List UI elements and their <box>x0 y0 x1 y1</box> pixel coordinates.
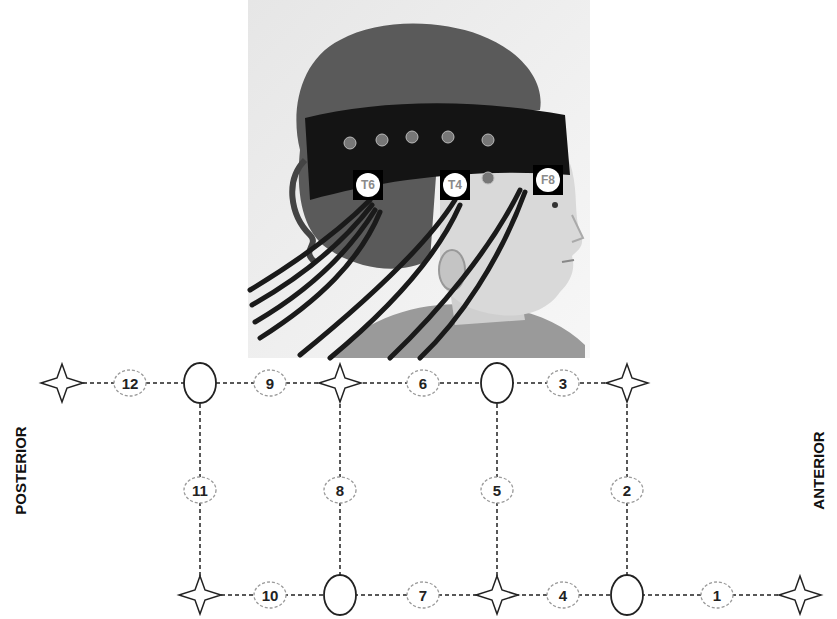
callout-circle: 9 <box>253 369 287 397</box>
electrode-label: T6 <box>361 178 375 192</box>
direction-label: POSTERIOR <box>12 426 29 514</box>
callout-number: 12 <box>122 375 139 392</box>
callout-circle: 10 <box>253 581 287 609</box>
callout-circle: 3 <box>546 369 580 397</box>
callout-number: 1 <box>713 587 721 604</box>
callout-circle: 12 <box>113 369 147 397</box>
grid-wire <box>62 383 800 595</box>
callout-circle: 1 <box>700 581 734 609</box>
callout-number: 6 <box>419 375 427 392</box>
electrode-label: F8 <box>541 173 555 187</box>
callout-number: 3 <box>559 375 567 392</box>
electrode-oval <box>184 363 643 615</box>
callout-number: 10 <box>262 587 279 604</box>
callout-circle: 5 <box>480 476 514 504</box>
callout-number: 8 <box>336 482 344 499</box>
callout-number: 5 <box>493 482 501 499</box>
electrode-star <box>41 364 821 614</box>
callout-circle: 6 <box>406 369 440 397</box>
callout-number: 9 <box>266 375 274 392</box>
callout-circle: 7 <box>406 581 440 609</box>
callout-circle: 2 <box>610 476 644 504</box>
callout-number: 11 <box>192 482 208 499</box>
direction-label: ANTERIOR <box>810 431 827 509</box>
callout-number: 7 <box>419 587 427 604</box>
callout-circle: 4 <box>546 581 580 609</box>
electrode-label: T4 <box>448 178 462 192</box>
callout-circle: 8 <box>323 476 357 504</box>
callout-number: 4 <box>559 587 567 604</box>
callout-circle: 11 <box>183 476 217 504</box>
photo <box>248 0 590 358</box>
callout-number: 2 <box>623 482 631 499</box>
